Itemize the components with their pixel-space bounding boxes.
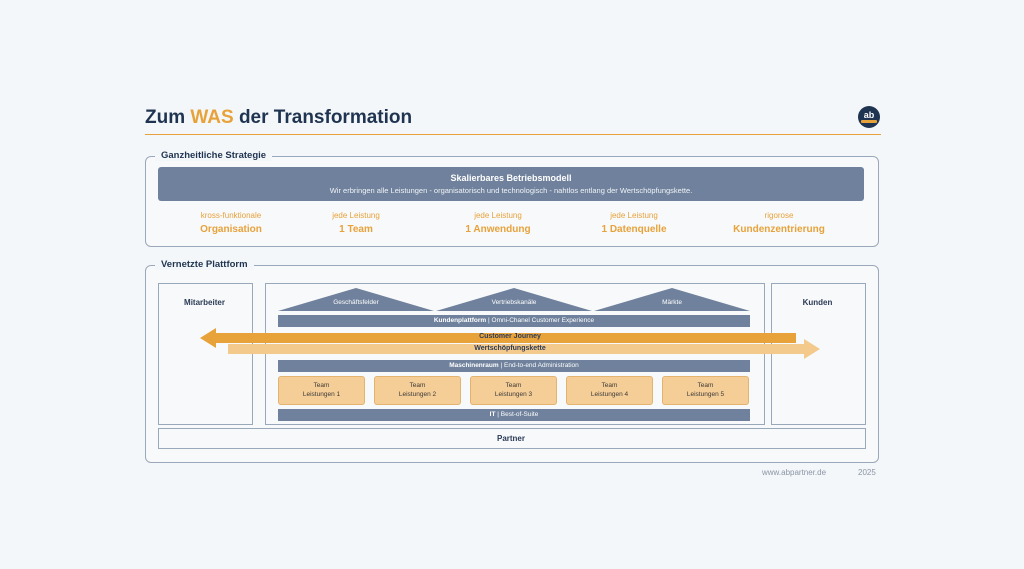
company-logo: ab xyxy=(858,106,880,128)
team-box-2: Team Leistungen 2 xyxy=(374,376,461,405)
logo-text: ab xyxy=(863,110,875,120)
wertschoepfung-arrow xyxy=(228,339,820,359)
roof-label-vertriebskanaele: Vertriebskanäle xyxy=(491,299,537,306)
strategy-panel-label: Ganzheitliche Strategie xyxy=(155,150,273,161)
team-box-4: Team Leistungen 4 xyxy=(566,376,653,405)
mitarbeiter-label: Mitarbeiter xyxy=(184,298,225,307)
banner-title: Skalierbares Betriebsmodell xyxy=(450,173,572,183)
title-divider xyxy=(145,134,881,135)
operating-model-banner: Skalierbares Betriebsmodell Wir erbringe… xyxy=(158,167,864,201)
wertschoepfung-label: Wertschöpfungskette xyxy=(474,345,546,352)
it-sep: | xyxy=(495,411,501,418)
it-bar: IT | Best-of-Suite xyxy=(278,409,750,421)
pillar-top: rigorose xyxy=(764,211,794,220)
team-box-5: Team Leistungen 5 xyxy=(662,376,749,405)
team-label: Team xyxy=(697,382,714,389)
title-prefix: Zum xyxy=(145,107,191,128)
pillar-team: jede Leistung 1 Team xyxy=(291,211,421,235)
maschinenraum-title: Maschinenraum xyxy=(449,362,499,369)
team-leistungen: Leistungen 4 xyxy=(590,391,629,398)
team-leistungen: Leistungen 3 xyxy=(494,391,533,398)
team-label: Team xyxy=(601,382,618,389)
roof-geschaeftsfelder xyxy=(278,288,434,311)
pillar-bottom: 1 Datenquelle xyxy=(601,224,667,235)
pillar-bottom: Organisation xyxy=(200,224,262,235)
kundenplattform-bar: Kundenplattform | Omni-Chanel Customer E… xyxy=(278,315,750,327)
maschinenraum-text: End-to-end Administration xyxy=(504,362,579,369)
partner-bar xyxy=(158,428,866,449)
roof-label-geschaeftsfelder: Geschäftsfelder xyxy=(333,299,379,306)
team-leistungen: Leistungen 2 xyxy=(398,391,437,398)
footer-url: www.abpartner.de xyxy=(762,468,827,477)
roof-maerkte xyxy=(594,288,750,311)
pillar-top: jede Leistung xyxy=(332,211,380,220)
team-label: Team xyxy=(409,382,426,389)
kunden-label: Kunden xyxy=(802,298,833,307)
pillar-anwendung: jede Leistung 1 Anwendung xyxy=(433,211,563,235)
team-label: Team xyxy=(505,382,522,389)
pillar-top: kross-funktionale xyxy=(200,211,262,220)
roof-shapes xyxy=(278,288,750,311)
team-leistungen: Leistungen 1 xyxy=(302,391,341,398)
team-label: Team xyxy=(313,382,330,389)
pillar-top: jede Leistung xyxy=(474,211,522,220)
it-title: IT xyxy=(489,411,496,418)
team-leistungen: Leistungen 5 xyxy=(686,391,725,398)
pillar-kundenzentrierung: rigorose Kundenzentrierung xyxy=(714,211,844,235)
pillar-datenquelle: jede Leistung 1 Datenquelle xyxy=(569,211,699,235)
team-box-1: Team Leistungen 1 xyxy=(278,376,365,405)
customer-journey-label: Customer Journey xyxy=(479,333,541,340)
partner-label: Partner xyxy=(496,434,525,443)
footer-year: 2025 xyxy=(858,468,876,477)
maschinenraum-bar: Maschinenraum | End-to-end Administratio… xyxy=(278,360,750,372)
pillar-bottom: 1 Team xyxy=(339,224,373,235)
flow-arrows xyxy=(200,328,820,359)
pillar-bottom: Kundenzentrierung xyxy=(733,224,825,235)
team-box-3: Team Leistungen 3 xyxy=(470,376,557,405)
pillar-organisation: kross-funktionale Organisation xyxy=(166,211,296,235)
banner-subtitle: Wir erbringen alle Leistungen - organisa… xyxy=(329,186,693,195)
page-title: Zum WAS der Transformation xyxy=(145,107,412,129)
title-highlight: WAS xyxy=(190,107,234,128)
pillar-bottom: 1 Anwendung xyxy=(465,224,531,235)
it-text: Best-of-Suite xyxy=(500,411,539,418)
customer-journey-arrow xyxy=(200,328,796,348)
title-suffix: der Transformation xyxy=(233,107,413,128)
logo-underline-icon xyxy=(861,120,877,123)
kundenplattform-sep: | xyxy=(486,317,492,324)
roof-label-maerkte: Märkte xyxy=(662,299,682,306)
maschinenraum-sep: | xyxy=(498,362,504,369)
kundenplattform-text: Omni-Chanel Customer Experience xyxy=(491,317,595,324)
pillar-top: jede Leistung xyxy=(610,211,658,220)
platform-panel-label: Vernetzte Plattform xyxy=(155,259,254,270)
roof-vertriebskanaele xyxy=(436,288,592,311)
kundenplattform-title: Kundenplattform xyxy=(433,317,487,324)
